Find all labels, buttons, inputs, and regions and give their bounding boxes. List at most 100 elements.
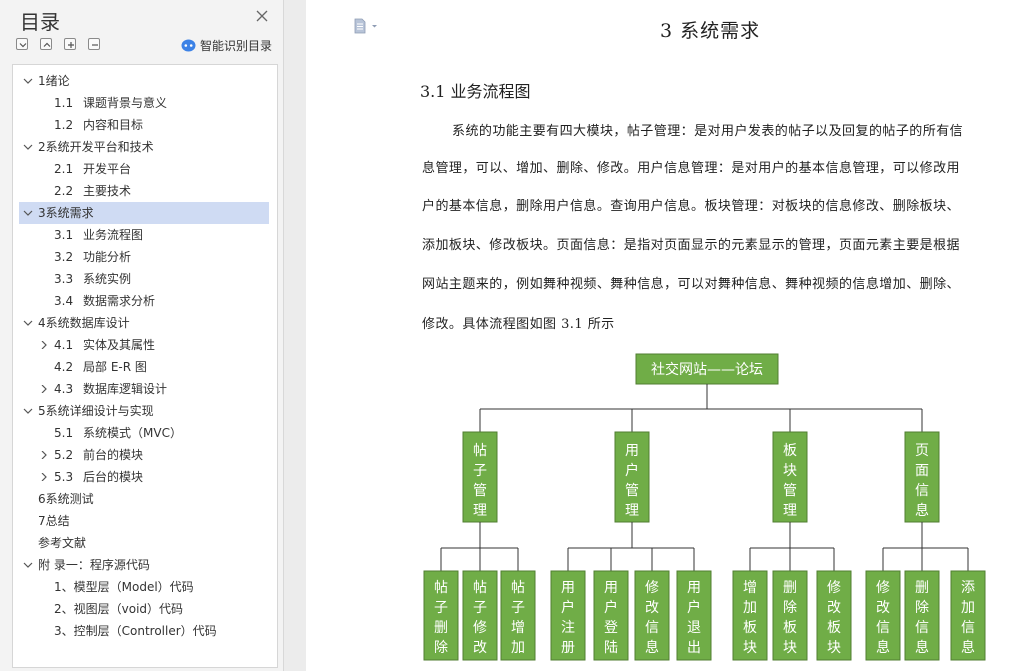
flowchart-label: 息 xyxy=(961,639,975,656)
chevron-right-icon[interactable] xyxy=(39,451,49,459)
flowchart-label: 子 xyxy=(434,600,448,616)
chevron-down-icon[interactable] xyxy=(23,143,33,151)
toc-item-number: 3.2 xyxy=(54,250,74,264)
flowchart-label: 信 xyxy=(961,620,975,636)
toc-item[interactable]: 参考文献 xyxy=(13,532,277,554)
flowchart-label: 改 xyxy=(645,600,659,616)
flowchart-leaf-box xyxy=(772,570,808,661)
flowchart-label: 块 xyxy=(783,463,797,479)
chevron-down-icon xyxy=(19,43,27,48)
smart-toc-button[interactable]: 智能识别目录 xyxy=(181,37,272,53)
toc-item[interactable]: 7总结 xyxy=(13,510,277,532)
flowchart-label: 息 xyxy=(645,639,659,656)
flowchart-leaf-box xyxy=(423,570,459,661)
chevron-down-icon[interactable] xyxy=(23,319,33,327)
flowchart-label: 户 xyxy=(625,462,639,479)
add-entry-button[interactable] xyxy=(64,38,76,50)
toc-item-number: 4.2 xyxy=(54,360,74,374)
chevron-down-icon[interactable] xyxy=(23,209,33,217)
toc-item[interactable]: 1、模型层（Model）代码 xyxy=(13,576,277,598)
flowchart-label: 息 xyxy=(915,639,929,656)
chevron-right-icon[interactable] xyxy=(39,341,49,349)
toc-item-label: 主要技术 xyxy=(83,184,132,198)
flowchart-label: 注 xyxy=(561,620,575,636)
toc-item[interactable]: 5系统详细设计与实现 xyxy=(13,400,277,422)
flowchart-label: 除 xyxy=(783,600,797,616)
toc-item-number: 1.1 xyxy=(54,96,74,110)
toc-item[interactable]: 4系统数据库设计 xyxy=(13,312,277,334)
flowchart-label: 修 xyxy=(473,620,487,636)
flowchart-label: 户 xyxy=(687,599,701,616)
toc-item-label: 2系统开发平台和技术 xyxy=(38,140,154,154)
flowchart-label: 子 xyxy=(473,600,487,616)
toc-item-label: 6系统测试 xyxy=(38,492,94,506)
chevron-right-icon[interactable] xyxy=(39,473,49,481)
toc-item[interactable]: 2系统开发平台和技术 xyxy=(13,136,277,158)
toc-item[interactable]: 2、视图层（void）代码 xyxy=(13,598,277,620)
flowchart-label: 板 xyxy=(743,620,757,636)
flowchart-label: 子 xyxy=(511,600,525,616)
remove-entry-button[interactable] xyxy=(88,38,100,50)
toc-item-number: 4.1 xyxy=(54,338,74,352)
document-icon[interactable] xyxy=(354,18,380,34)
business-flowchart: 社交网站——论坛帖子管理帖子删除帖子修改帖子增加用户管理用户注册用户登陆修改信息… xyxy=(423,353,986,661)
flowchart-label: 加 xyxy=(961,600,975,616)
toc-item[interactable]: 1绪论 xyxy=(13,70,277,92)
flowchart-label: 增 xyxy=(743,580,757,596)
flowchart-label: 帖 xyxy=(511,580,525,596)
flowchart-label: 除 xyxy=(434,640,448,656)
toc-item-label: 系统实例 xyxy=(83,272,132,286)
expand-all-button[interactable] xyxy=(16,38,28,50)
flowchart-module-box xyxy=(462,431,498,523)
toc-item-label: 后台的模块 xyxy=(83,470,144,484)
toc-item-label: 附 录一：程序源代码 xyxy=(38,558,150,572)
chevron-down-icon[interactable] xyxy=(23,407,33,415)
toc-item-selected[interactable]: 3系统需求 xyxy=(19,202,269,224)
close-icon[interactable] xyxy=(254,8,270,24)
flowchart-label: 添 xyxy=(961,580,975,596)
chevron-down-icon[interactable] xyxy=(23,561,33,569)
flowchart-label: 板 xyxy=(783,443,797,459)
toc-item-number: 2.2 xyxy=(54,184,74,198)
flowchart-label: 信 xyxy=(645,620,659,636)
chevron-down-icon[interactable] xyxy=(23,77,33,85)
flowchart-label: 息 xyxy=(876,639,890,656)
toc-item-number: 2.1 xyxy=(54,162,74,176)
toc-item[interactable]: 附 录一：程序源代码 xyxy=(13,554,277,576)
flowchart-leaf-box xyxy=(816,570,852,661)
collapse-all-button[interactable] xyxy=(40,38,52,50)
toc-item-label: 数据库逻辑设计 xyxy=(83,382,168,396)
flowchart-leaf-box xyxy=(500,570,536,661)
plus-icon xyxy=(68,42,74,48)
flowchart-label: 加 xyxy=(743,600,757,616)
flowchart-label: 页 xyxy=(915,443,929,459)
toc-item[interactable]: 3、控制层（Controller）代码 xyxy=(13,620,277,642)
panel-scrollbar[interactable] xyxy=(284,0,306,671)
paragraph-line: 息管理，可以、增加、删除、修改。用户信息管理：是对用户的基本信息管理，可以修改用 xyxy=(422,161,961,176)
toc-item[interactable]: 2.2 主要技术 xyxy=(13,180,277,202)
toc-item-label: 系统模式（MVC） xyxy=(83,426,182,440)
chevron-right-icon[interactable] xyxy=(39,385,49,393)
toc-item[interactable]: 6系统测试 xyxy=(13,488,277,510)
paragraph-line: 网站主题来的，例如舞种视频、舞种信息，可以对舞种信息、舞种视频的信息增加、删除、 xyxy=(422,277,961,292)
flowchart-label: 管 xyxy=(783,483,797,499)
flowchart-label: 用 xyxy=(604,580,618,596)
flowchart-leaf-box xyxy=(634,570,670,661)
flowchart-label: 帖 xyxy=(434,580,448,596)
flowchart-label: 信 xyxy=(876,620,890,636)
flowchart-root-label: 社交网站——论坛 xyxy=(651,361,763,378)
